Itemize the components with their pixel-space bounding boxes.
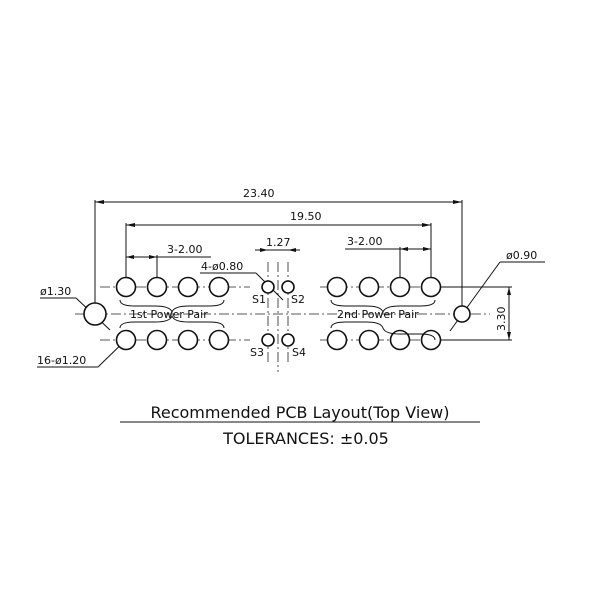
caption-tolerances: TOLERANCES: ±0.05 [222,429,389,448]
power-pads-2 [326,276,442,351]
dimension-overall: 23.40 [94,187,463,312]
dimension-overall-label: 23.40 [243,187,275,200]
s3-label: S3 [250,346,264,359]
left-mounting-hole [83,302,107,326]
dimension-row-spacing: 3.30 [440,286,512,341]
power-pads-1 [115,276,230,351]
pair-braces [119,299,436,341]
s2-label: S2 [291,293,305,306]
caption-title: Recommended PCB Layout(Top View) [150,403,449,422]
power-holes-label: 16-ø1.20 [37,354,86,367]
dimension-pitch-outer: 19.50 [125,210,432,285]
s1-label: S1 [252,293,266,306]
dimension-signal-pitch: 1.27 [255,236,300,252]
s4-label: S4 [292,346,306,359]
dimension-pitch-right-label: 3-2.00 [347,235,382,248]
dimension-signal-pitch-label: 1.27 [266,236,291,249]
dimension-pitch-left: 3-2.00 [126,243,211,285]
signal-holes-label: 4-ø0.80 [201,260,243,273]
right-mounting-hole [453,305,471,323]
signal-pads [261,280,295,347]
pair1-label: 1st Power Pair [130,308,208,321]
dimension-pitch-right: 3-2.00 [345,235,431,285]
dimension-pitch-left-label: 3-2.00 [167,243,202,256]
left-mount-label: ø1.30 [40,285,71,298]
pair2-label: 2nd Power Pair [337,308,419,321]
dimension-row-spacing-label: 3.30 [495,307,508,332]
dimension-pitch-outer-label: 19.50 [290,210,322,223]
right-mount-label: ø0.90 [506,249,537,262]
